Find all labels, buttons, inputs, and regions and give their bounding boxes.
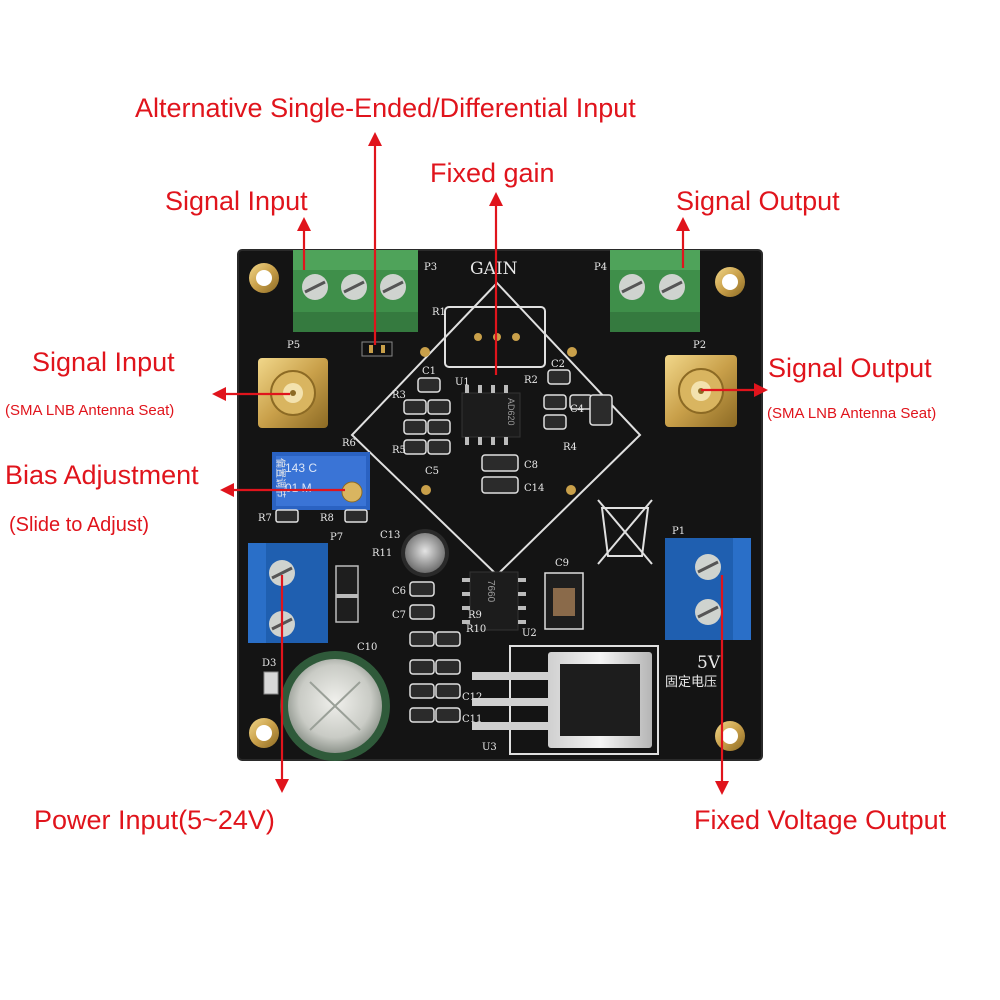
silk-fixed-voltage-cn: 固定电压 bbox=[665, 675, 717, 690]
arrow-signal-input-sma bbox=[212, 387, 290, 401]
silk-c9: C9 bbox=[555, 558, 569, 569]
label-bias-adjustment: Bias Adjustment bbox=[5, 460, 199, 490]
label-power-input: Power Input(5~24V) bbox=[34, 805, 275, 835]
silk-c11: C11 bbox=[462, 714, 482, 725]
label-bias-adjustment-sub: (Slide to Adjust) bbox=[9, 514, 149, 536]
pot-code-1: 143 C bbox=[285, 461, 317, 475]
u1-chip-marking: AD620 bbox=[506, 398, 516, 426]
pot-code-2: 01 M bbox=[285, 481, 312, 495]
silk-r4: R4 bbox=[563, 442, 577, 453]
arrow-signal-output-top bbox=[676, 217, 690, 268]
silk-u3: U3 bbox=[482, 742, 497, 753]
mounting-hole-top-right bbox=[715, 267, 745, 297]
silk-r8: R8 bbox=[320, 513, 334, 524]
label-signal-input-sma-sub: (SMA LNB Antenna Seat) bbox=[5, 402, 174, 419]
silk-r9: R9 bbox=[468, 610, 482, 621]
smd-components-left bbox=[403, 377, 451, 455]
silk-r1: R1 bbox=[432, 307, 446, 318]
label-signal-output-sma: Signal Output bbox=[768, 353, 932, 383]
silk-c1: C1 bbox=[422, 366, 436, 377]
silk-u1: U1 bbox=[455, 377, 470, 388]
silk-p5: P5 bbox=[287, 340, 300, 351]
gain-silk-label: GAIN bbox=[470, 259, 518, 279]
silk-u2: U2 bbox=[522, 628, 537, 639]
capacitor-c9 bbox=[544, 572, 584, 630]
silk-p1: P1 bbox=[672, 526, 685, 537]
capacitor-c13 bbox=[401, 529, 449, 577]
label-fixed-gain: Fixed gain bbox=[430, 158, 555, 188]
silk-bias-cn: 偏置调节 bbox=[274, 458, 287, 498]
potentiometer-r6-bias bbox=[272, 452, 370, 510]
silk-r11: R11 bbox=[372, 548, 392, 559]
label-fixed-voltage-output: Fixed Voltage Output bbox=[694, 805, 947, 835]
silk-r10: R10 bbox=[466, 624, 486, 635]
smd-components-center bbox=[409, 581, 461, 723]
label-signal-input-sma: Signal Input bbox=[32, 347, 175, 377]
arrow-signal-input-top bbox=[297, 217, 311, 270]
sma-connector-input bbox=[258, 358, 328, 428]
arrow-alt-input bbox=[368, 132, 382, 345]
silk-p2: P2 bbox=[693, 340, 706, 351]
led-d3 bbox=[263, 671, 279, 695]
u2-chip-marking: 7660 bbox=[485, 580, 496, 603]
silk-p7: P7 bbox=[330, 532, 343, 543]
silk-c7: C7 bbox=[392, 610, 406, 621]
chip-u2-7660 bbox=[462, 571, 526, 631]
regulator-u3 bbox=[472, 645, 659, 755]
mounting-hole-bottom-left bbox=[249, 718, 279, 748]
silk-p3: P3 bbox=[424, 262, 437, 273]
silk-p4: P4 bbox=[594, 262, 607, 273]
jumper-single-diff bbox=[361, 341, 393, 357]
silk-c4: C4 bbox=[570, 404, 584, 415]
label-signal-output-sma-sub: (SMA LNB Antenna Seat) bbox=[767, 405, 936, 422]
smd-c8-c14 bbox=[481, 454, 519, 494]
terminal-p6-fixed-output bbox=[665, 538, 751, 640]
label-signal-input-top: Signal Input bbox=[165, 186, 308, 216]
terminal-p4-signal-output bbox=[610, 250, 700, 332]
silk-r3: R3 bbox=[392, 390, 406, 401]
arrow-power-input bbox=[275, 575, 289, 793]
silk-c13: C13 bbox=[380, 530, 400, 541]
silk-r2: R2 bbox=[524, 375, 538, 386]
silk-r7: R7 bbox=[258, 513, 272, 524]
capacitor-c10 bbox=[280, 651, 390, 761]
silk-c10: C10 bbox=[357, 642, 377, 653]
silk-c12: C12 bbox=[462, 692, 482, 703]
pcb-board bbox=[237, 249, 763, 761]
arrow-fixed-voltage-output bbox=[715, 575, 729, 795]
label-alt-input: Alternative Single-Ended/Differential In… bbox=[135, 93, 636, 123]
silk-r6: R6 bbox=[342, 438, 356, 449]
silk-c5: C5 bbox=[425, 466, 439, 477]
label-signal-output-top: Signal Output bbox=[676, 186, 840, 216]
silk-c8: C8 bbox=[524, 460, 538, 471]
mounting-hole-top-left bbox=[249, 263, 279, 293]
silk-c6: C6 bbox=[392, 586, 406, 597]
silk-r5: R5 bbox=[392, 445, 406, 456]
mounting-hole-bottom-right bbox=[715, 721, 745, 751]
smd-components-right bbox=[543, 369, 613, 430]
smd-r7-r8 bbox=[275, 509, 368, 523]
arrow-fixed-gain bbox=[489, 192, 503, 375]
terminal-p7-power-input bbox=[248, 543, 328, 643]
terminal-p3-signal-input bbox=[293, 250, 418, 332]
silk-d3: D3 bbox=[262, 658, 276, 669]
arrow-bias-adjustment bbox=[220, 483, 345, 497]
arrow-signal-output-sma bbox=[701, 383, 768, 397]
silk-c2: C2 bbox=[551, 359, 565, 370]
silk-5v: 5V bbox=[697, 653, 721, 673]
silk-c14: C14 bbox=[524, 483, 544, 494]
weee-bin-icon bbox=[597, 499, 653, 565]
diode-component bbox=[335, 565, 359, 623]
chip-u1-ad620 bbox=[461, 385, 521, 445]
